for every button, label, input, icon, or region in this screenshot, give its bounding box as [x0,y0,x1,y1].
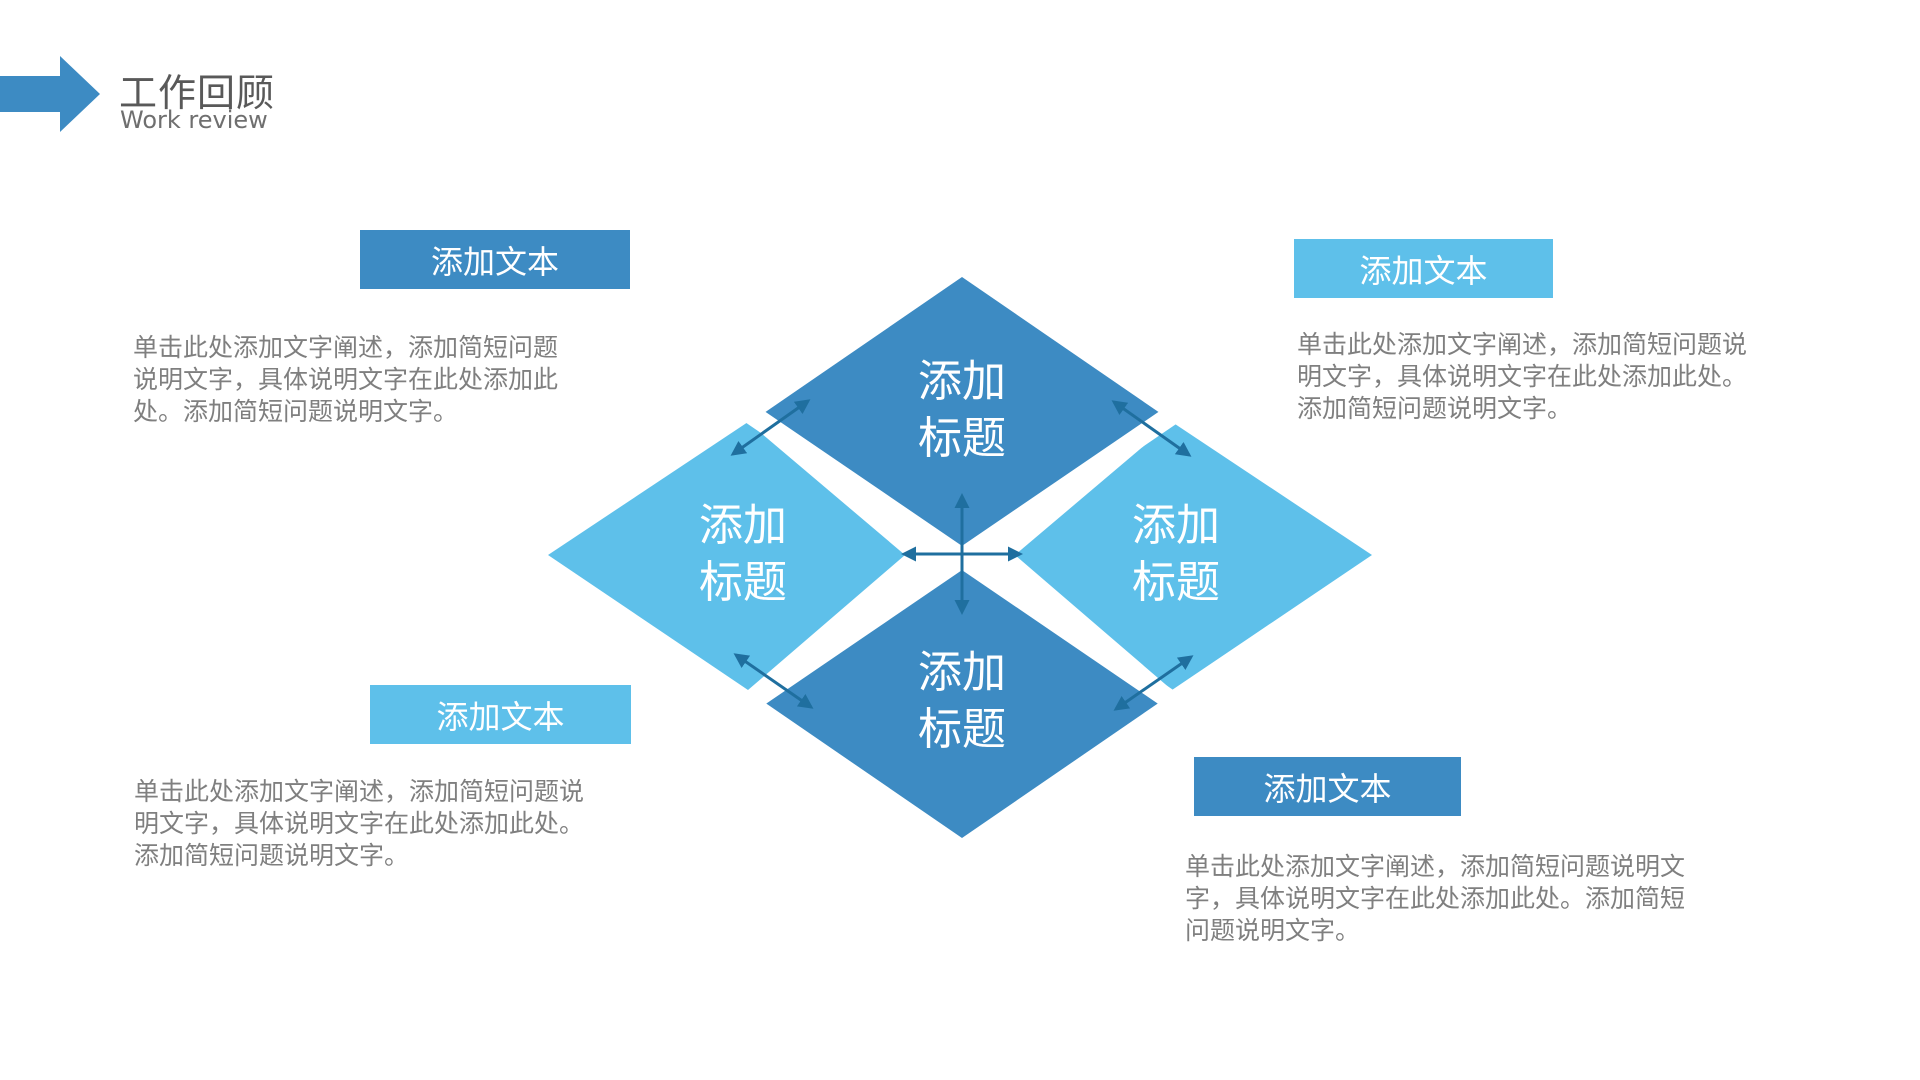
label-top-right-text: 添加文本 [1359,251,1488,290]
desc-line: 问题说明文字。 [1185,916,1361,945]
desc-line: 字，具体说明文字在此处添加此处。添加简短 [1185,884,1686,913]
desc-line: 添加简短问题说明文字。 [1297,394,1573,423]
page-subtitle: Work review [120,106,268,134]
desc-bottom-right: 单击此处添加文字阐述，添加简短问题说明文 字，具体说明文字在此处添加此处。添加简… [1185,851,1765,947]
label-bottom-left: 添加文本 [370,685,631,744]
junction-arrows [730,399,1194,711]
header-arrow-icon [0,56,100,132]
diamond-right [1015,422,1372,690]
diamond-left [548,422,905,690]
diamond-left-text: 添加 标题 [699,500,787,608]
desc-top-left: 单击此处添加文字阐述，添加简短问题 说明文字，具体说明文字在此处添加此 处。添加… [133,332,633,428]
desc-bottom-left: 单击此处添加文字阐述，添加简短问题说 明文字，具体说明文字在此处添加此处。 添加… [134,776,654,872]
label-bottom-right: 添加文本 [1194,757,1461,816]
desc-line: 单击此处添加文字阐述，添加简短问题 [133,333,559,362]
label-bottom-right-text: 添加文本 [1263,769,1392,808]
diamond-top-text: 添加 标题 [918,356,1006,464]
desc-line: 明文字，具体说明文字在此处添加此处。 [134,809,585,838]
desc-line: 单击此处添加文字阐述，添加简短问题说 [1297,330,1748,359]
desc-line: 说明文字，具体说明文字在此处添加此 [133,365,559,394]
desc-line: 处。添加简短问题说明文字。 [133,397,459,426]
diamond-right-text: 添加 标题 [1132,500,1220,608]
desc-line: 明文字，具体说明文字在此处添加此处。 [1297,362,1748,391]
desc-line: 单击此处添加文字阐述，添加简短问题说 [134,777,585,806]
diamond-bottom-label: 添加 标题 [882,644,1042,758]
page-title: 工作回顾 [119,71,276,115]
diamond-right-label: 添加 标题 [1096,497,1256,611]
desc-line: 添加简短问题说明文字。 [134,841,410,870]
label-bottom-left-text: 添加文本 [436,697,565,736]
diamond-left-label: 添加 标题 [663,497,823,611]
desc-line: 单击此处添加文字阐述，添加简短问题说明文 [1185,852,1686,881]
label-top-left-text: 添加文本 [430,242,559,281]
desc-top-right: 单击此处添加文字阐述，添加简短问题说 明文字，具体说明文字在此处添加此处。 添加… [1297,329,1817,425]
diamond-bottom-text: 添加 标题 [918,647,1006,755]
label-top-left: 添加文本 [360,230,630,289]
label-top-right: 添加文本 [1294,239,1553,298]
center-cross-arrows [901,493,1023,615]
diamond-top-label: 添加 标题 [882,353,1042,467]
